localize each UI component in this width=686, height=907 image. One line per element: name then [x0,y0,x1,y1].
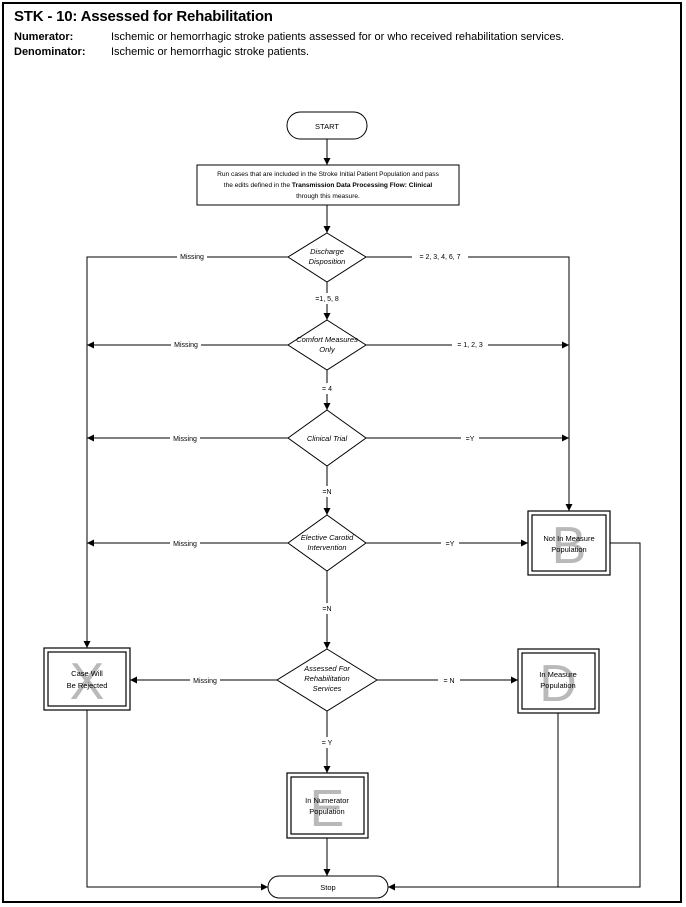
svg-text:Clinical Trial: Clinical Trial [307,434,348,443]
label-comfort-missing: Missing [171,339,201,350]
outcome-not-in-measure: B Not In Measure Population [527,510,611,576]
svg-text:=Y: =Y [466,436,475,443]
outcome-in-measure: D In Measure Population [517,648,600,714]
svg-text:=Y: =Y [446,541,455,548]
label-carotid-missing: Missing [170,538,200,549]
edge-rejected-stop [86,710,268,891]
decision-assessed-rehab: Assessed For Rehabilitation Services [276,648,378,712]
label-carotid-down: =N [317,603,337,614]
svg-text:Assessed For: Assessed For [303,664,350,673]
svg-text:Disposition: Disposition [309,257,346,266]
denominator-text: Ischemic or hemorrhagic stroke patients. [111,46,310,58]
svg-text:=N: =N [322,606,331,613]
label-assessed-down: = Y [317,737,337,748]
outcome-case-rejected: X Case Will Be Rejected [43,647,131,711]
svg-text:=1, 5, 8: =1, 5, 8 [315,296,339,303]
svg-text:Services: Services [313,684,342,693]
process-box: Run cases that are included in the Strok… [196,164,460,206]
svg-text:Population: Population [551,545,586,554]
outcome-letter-e: E [310,780,345,838]
svg-text:= 2, 3, 4, 6, 7: = 2, 3, 4, 6, 7 [419,254,460,261]
numerator-label: Numerator: [14,31,74,43]
svg-text:Missing: Missing [173,541,197,548]
start-terminal: START [286,111,368,140]
edge-labels: Missing = 2, 3, 4, 6, 7 =1, 5, 8 Missing… [170,251,488,748]
svg-text:In Measure: In Measure [539,670,577,679]
label-clinical-right: =Y [461,433,479,444]
edge-notinmeasure-stop [388,542,641,891]
svg-text:Population: Population [309,807,344,816]
svg-text:= Y: = Y [322,740,333,747]
decision-clinical-trial: Clinical Trial [287,409,367,467]
svg-text:Missing: Missing [180,254,204,261]
svg-text:Be Rejected: Be Rejected [67,681,108,690]
decision-comfort-measures: Comfort Measures Only [287,319,367,371]
numerator-text: Ischemic or hemorrhagic stroke patients … [111,31,565,43]
edge-discharge-right [366,256,573,511]
stop-terminal: Stop [267,875,389,899]
process-line-3: through this measure. [296,193,360,200]
label-clinical-down: =N [317,486,337,497]
label-discharge-down: =1, 5, 8 [309,293,345,304]
decision-elective-carotid: Elective Carotid Intervention [287,514,367,572]
process-line-2: the edits defined in the Transmission Da… [224,182,433,189]
outcome-in-numerator: E In Numerator Population [286,772,369,839]
svg-text:= 4: = 4 [322,386,332,393]
svg-text:=N: =N [322,489,331,496]
svg-text:= N: = N [443,678,454,685]
svg-text:Not In Measure: Not In Measure [543,534,594,543]
svg-text:Rehabilitation: Rehabilitation [304,674,349,683]
svg-text:Intervention: Intervention [307,543,346,552]
stop-label: Stop [320,883,335,892]
label-discharge-missing: Missing [177,251,207,262]
svg-text:= 1, 2, 3: = 1, 2, 3 [457,342,483,349]
measure-title: STK - 10: Assessed for Rehabilitation [14,8,273,25]
start-label: START [315,122,339,131]
label-assessed-right: = N [438,675,460,686]
svg-text:Missing: Missing [174,342,198,349]
svg-text:Missing: Missing [193,678,217,685]
outcome-letter-d: D [539,655,577,713]
svg-text:Elective Carotid: Elective Carotid [301,533,354,542]
outcome-letter-x: X [70,653,105,711]
denominator-label: Denominator: [14,46,86,58]
label-clinical-missing: Missing [170,433,200,444]
label-comfort-down: = 4 [317,383,337,394]
svg-text:Comfort Measures: Comfort Measures [296,335,358,344]
edge-discharge-missing [83,256,288,648]
label-comfort-right: = 1, 2, 3 [452,339,488,350]
svg-text:Missing: Missing [173,436,197,443]
svg-text:Population: Population [540,681,575,690]
svg-text:Case Will: Case Will [71,669,103,678]
label-assessed-missing: Missing [190,675,220,686]
svg-text:Discharge: Discharge [310,247,344,256]
decision-discharge-disposition: Discharge Disposition [287,232,367,283]
label-carotid-right: =Y [441,538,459,549]
label-discharge-right: = 2, 3, 4, 6, 7 [412,251,468,262]
process-line-1: Run cases that are included in the Strok… [217,171,439,178]
svg-text:In Numerator: In Numerator [305,796,349,805]
outcome-letter-b: B [552,517,587,575]
svg-text:Only: Only [319,345,336,354]
